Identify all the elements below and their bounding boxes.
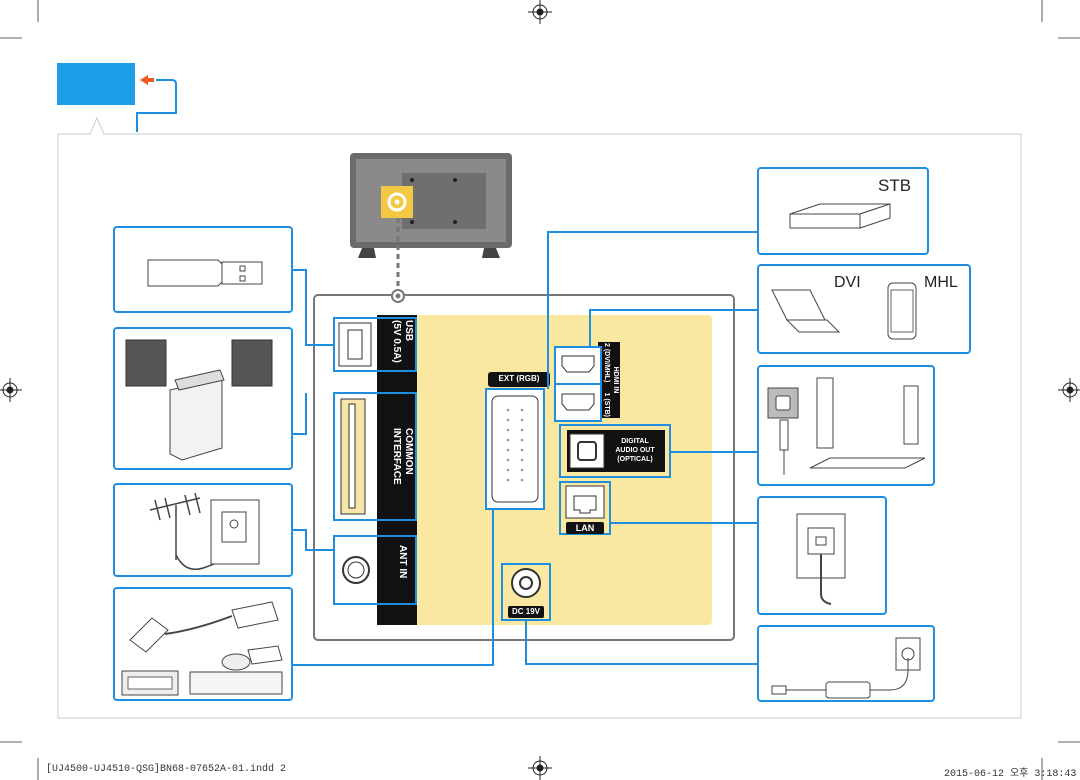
- scart-device-box: [113, 587, 293, 701]
- cable-line: [136, 79, 177, 132]
- registration-mark-right: [1058, 378, 1080, 402]
- hdmi-port-label: HDMI IN 2 (DVI/MHL) 1 (STB): [598, 343, 620, 417]
- digital-line1: DIGITAL: [621, 438, 649, 445]
- hdmi-label-bg: [598, 342, 620, 418]
- ext-rgb-label: EXT (RGB): [498, 374, 540, 383]
- arrow-icon: [140, 75, 154, 85]
- registration-mark-top: [528, 0, 552, 24]
- ant-label-text: ANT IN: [397, 545, 408, 579]
- ext-rgb-label-bg: [488, 372, 550, 387]
- stb-label: STB: [878, 176, 912, 195]
- dc-label: DC 19V: [511, 607, 540, 616]
- lan-wall-box: [757, 496, 887, 615]
- ant-highlight: [333, 535, 417, 605]
- dc-port: [511, 568, 541, 598]
- usb-port-label: USB (5V 0.5A): [380, 320, 414, 370]
- hdmi-1-text: 1 (STB): [603, 392, 610, 418]
- tv-back-illustration: [350, 153, 512, 258]
- registration-mark-bottom: [528, 756, 552, 780]
- ant-port-label: ANT IN: [380, 545, 414, 595]
- usb-label-line2: (5V 0.5A): [391, 320, 402, 363]
- digital-line3: (OPTICAL): [617, 456, 653, 463]
- audio-box: [757, 365, 935, 486]
- ci-port-label: COMMON INTERFACE: [380, 428, 414, 508]
- ci-label-line1: COMMON: [403, 428, 414, 475]
- tv-screen-icon: [57, 63, 135, 105]
- usb-device-box: [113, 226, 293, 313]
- antenna-box: [113, 483, 293, 577]
- power-box: [757, 625, 935, 702]
- digital-audio-label: DIGITAL AUDIO OUT (OPTICAL): [606, 437, 664, 464]
- main-frame: [57, 116, 1022, 719]
- port-panel-frame: [313, 294, 735, 641]
- footer-timestamp: 2015-06-12 오후 3:18:43: [944, 769, 1077, 780]
- stb-box: [757, 167, 929, 255]
- lan-label: LAN: [575, 523, 595, 533]
- dvi-label: DVI: [834, 274, 861, 291]
- registration-mark-left: [0, 378, 22, 402]
- hdmi-in-text: HDMI IN: [612, 366, 619, 394]
- footer-file: [UJ4500-UJ4510-QSG]BN68-07652A-01.indd 2: [46, 764, 287, 775]
- ci-highlight: [333, 392, 417, 521]
- digital-line2: AUDIO OUT: [615, 447, 655, 454]
- ci-label-line2: INTERFACE: [391, 428, 402, 485]
- usb-label-line1: USB: [403, 320, 414, 342]
- connector-lines: [292, 231, 758, 666]
- ci-card-box: [113, 327, 293, 470]
- ant-port: [342, 556, 370, 584]
- port-strip: [377, 315, 417, 625]
- optical-port: [569, 433, 605, 469]
- mhl-label: MHL: [924, 274, 958, 291]
- hdmi-2-text: 2 (DVI/MHL): [603, 343, 610, 383]
